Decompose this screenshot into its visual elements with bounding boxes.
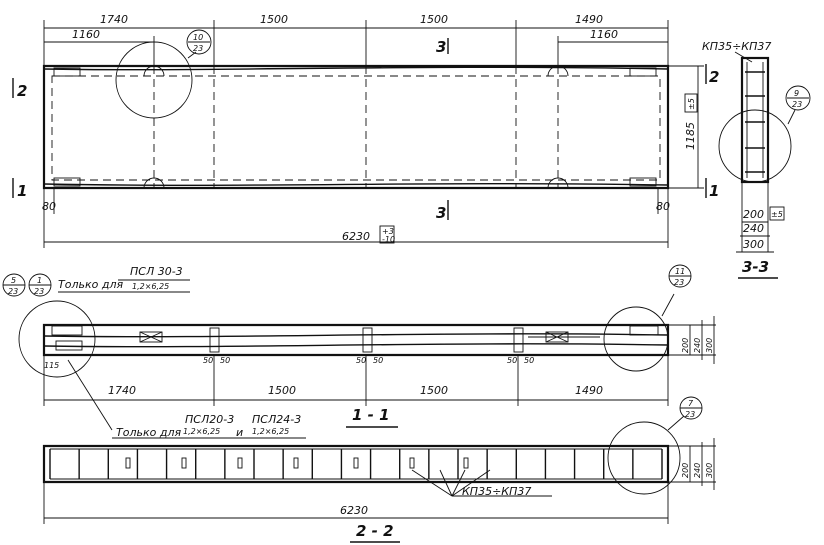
sec11-callout-b-bottom: 23 — [34, 287, 44, 296]
sec33-callout-bottom: 23 — [792, 100, 802, 109]
sec11-brand-1: ПСЛ 30-3 — [130, 265, 183, 278]
loop-mark — [181, 457, 187, 469]
sec11-side-dim-200: 200 — [681, 338, 690, 353]
plan-callout — [186, 29, 212, 55]
plan-total-tol-plus: +3 — [382, 227, 394, 236]
sec22-side-dim-300: 300 — [705, 463, 714, 478]
plan-dim-4: 1490 — [575, 13, 603, 26]
socket-tr — [629, 67, 657, 77]
sec33-callout — [785, 85, 811, 111]
sec11-callout-a-top: 5 — [11, 276, 16, 285]
sec11-brand-3: ПСЛ24-3 — [252, 413, 301, 426]
sec11-detail-circle-left — [18, 300, 96, 378]
sec22-callout-top: 7 — [688, 399, 694, 408]
socket-br — [629, 177, 657, 187]
sec22-side-dim-240: 240 — [693, 463, 702, 478]
section-mark-3-top: 3 — [436, 38, 446, 56]
sec22-callout-bottom: 23 — [685, 410, 695, 419]
sec11-dim-50-3a: 50 — [507, 356, 517, 365]
plan-height-tol: ±5 — [687, 98, 696, 110]
plan-height-dim: 1185 — [684, 122, 697, 150]
plan-callout-bottom: 23 — [193, 44, 203, 53]
sec33-tol: ±5 — [771, 210, 783, 219]
plan-edge-dim-right: 80 — [656, 200, 670, 213]
sec11-dim-50-1a: 50 — [203, 356, 213, 365]
plan-inner-dim-left: 1160 — [72, 28, 100, 41]
sec11-callout-a-bottom: 23 — [8, 287, 18, 296]
sec22-stirrups — [49, 449, 663, 479]
plan-view: 1740 1500 1500 1490 1160 1160 — [12, 13, 719, 248]
section-mark-2-right: 2 — [709, 68, 719, 86]
sec33-loops-label: КП35÷КП37 — [702, 40, 771, 53]
sec33-detail-circle — [718, 109, 792, 183]
sec11-and: и — [236, 426, 243, 439]
plan-dim-2: 1500 — [260, 13, 288, 26]
loop-mark — [237, 457, 243, 469]
sec11-brand-2-sub: 1,2×6,25 — [183, 427, 220, 436]
socket-tl — [53, 67, 81, 77]
plan-edge-dim-left: 80 — [42, 200, 56, 213]
sec11-only-for-2: Только для — [116, 426, 181, 439]
sec22-total: 6230 — [340, 504, 368, 517]
plan-dim-3: 1500 — [420, 13, 448, 26]
section-mark-3-bottom: 3 — [436, 204, 446, 222]
sec22-loops-label: КП35÷КП37 — [462, 485, 531, 498]
sec22-detail-circle — [607, 421, 681, 495]
sec11-brand-1-sub: 1,2×6,25 — [132, 282, 169, 291]
sec22-title: 2 - 2 — [356, 522, 394, 540]
sec11-callout-b-top: 1 — [37, 276, 42, 285]
sec33-title: 3-3 — [742, 258, 769, 276]
plan-callout-top: 10 — [193, 33, 203, 42]
sec11-dim-3: 1500 — [420, 384, 448, 397]
sec11-dim-1: 1740 — [108, 384, 136, 397]
sec11-brand-2: ПСЛ20-3 — [185, 413, 234, 426]
section-1-1: 5 23 1 23 Только для ПСЛ 30-3 1,2×6,25 1… — [2, 264, 716, 439]
sec11-side-dim-240: 240 — [693, 338, 702, 353]
section-2-2: 7 23 200 240 300 КП35÷КП37 6230 2 - 2 — [42, 396, 716, 543]
sec33-callout-top: 9 — [794, 89, 799, 98]
loop-mark — [409, 457, 415, 469]
sec22-side-dim-200: 200 — [681, 463, 690, 478]
loop-mark — [463, 457, 469, 469]
sec33-outline — [740, 56, 770, 184]
sec33-dim-200: 200 — [743, 208, 764, 221]
section-mark-2-left: 2 — [17, 82, 27, 100]
loop-mark — [353, 457, 359, 469]
sec11-detail-circle-right — [603, 306, 669, 372]
plan-total: 6230 — [342, 230, 370, 243]
sec11-dim-115: 115 — [44, 361, 59, 370]
sec11-callout-right-top: 11 — [675, 267, 685, 276]
sec11-only-for: Только для — [58, 278, 123, 291]
plan-dim-1: 1740 — [100, 13, 128, 26]
sec33-dim-240: 240 — [743, 222, 764, 235]
sec11-dim-2: 1500 — [268, 384, 296, 397]
sec11-dim-50-2a: 50 — [356, 356, 366, 365]
sec33-dim-300: 300 — [743, 238, 764, 251]
plan-detail-circle — [115, 41, 193, 119]
plan-total-tol-minus: -10 — [382, 235, 395, 244]
section-3-3: КП35÷КП37 9 23 200 ±5 240 300 3-3 — [702, 40, 811, 279]
sec11-callout-right-bottom: 23 — [674, 278, 684, 287]
sec11-dim-4: 1490 — [575, 384, 603, 397]
sec11-title: 1 - 1 — [352, 406, 390, 424]
section-mark-1-left: 1 — [17, 182, 27, 200]
sec11-dim-50-2b: 50 — [373, 356, 383, 365]
loop-mark — [125, 457, 131, 469]
plan-inner-dim-right: 1160 — [590, 28, 618, 41]
sec11-dim-50-1b: 50 — [220, 356, 230, 365]
sec11-dim-50-3b: 50 — [524, 356, 534, 365]
section-mark-1-right: 1 — [709, 182, 719, 200]
sec11-brand-3-sub: 1,2×6,25 — [252, 427, 289, 436]
socket-bl — [53, 177, 81, 187]
loop-mark — [293, 457, 299, 469]
sec11-side-dim-300: 300 — [705, 338, 714, 353]
